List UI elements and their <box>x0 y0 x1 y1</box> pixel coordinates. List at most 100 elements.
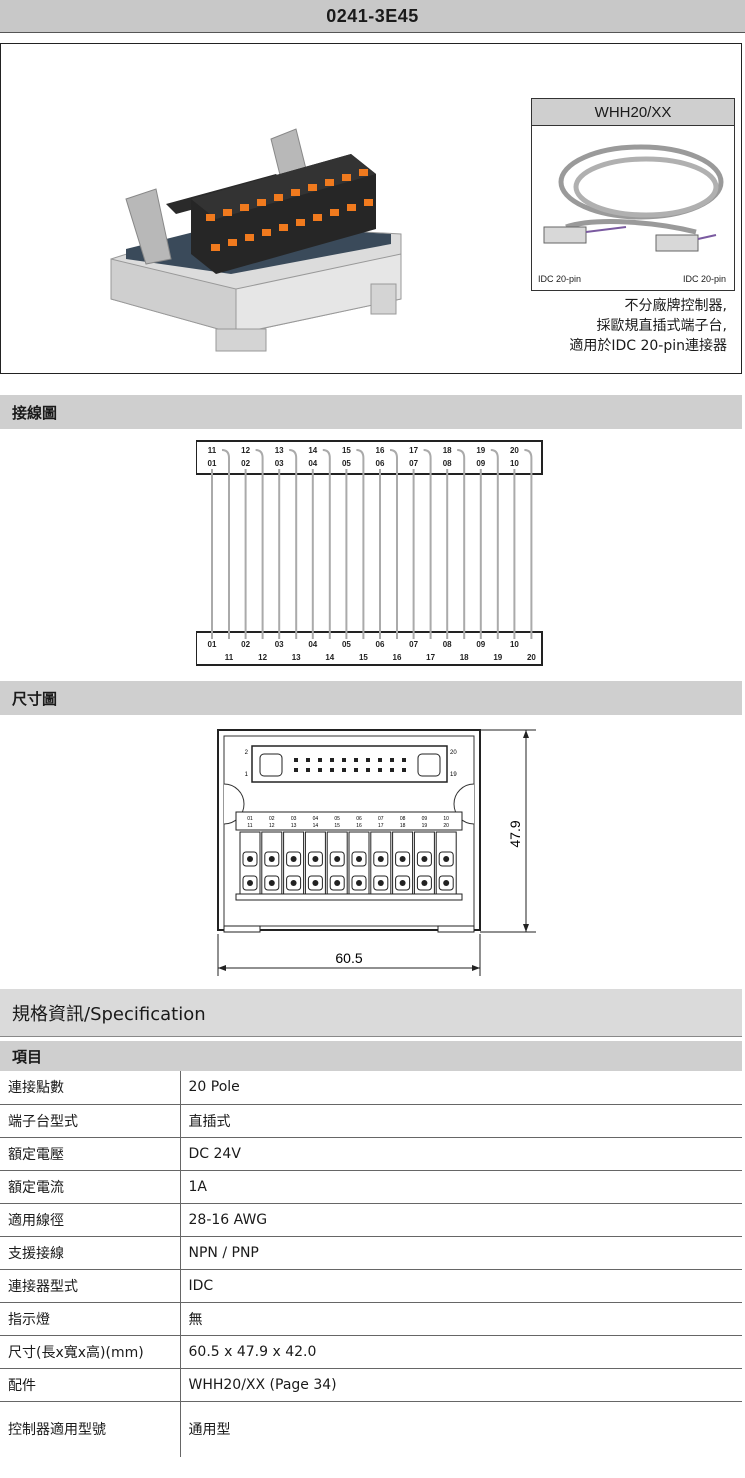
spec-value: 通用型 <box>188 1422 231 1439</box>
spec-value: NPN / PNP <box>180 1236 742 1270</box>
wiring-bottom-pin-label: 12 <box>258 653 267 662</box>
wiring-bottom-pin-label: 07 <box>409 640 418 649</box>
connector-pin <box>378 768 382 772</box>
wiring-bottom-pin-label: 02 <box>241 640 250 649</box>
wiring-bottom-pin-label: 08 <box>443 640 452 649</box>
connector-pin-label: 20 <box>450 750 457 756</box>
terminal-label: 17 <box>378 823 384 829</box>
spec-key: 額定電壓 <box>0 1137 181 1171</box>
description-line: 適用於IDC 20-pin連接器 <box>569 338 727 354</box>
wiring-bottom-pin-label: 15 <box>359 653 368 662</box>
wiring-line <box>389 449 398 639</box>
connector-pin <box>366 758 370 762</box>
spec-table-header: 項目 <box>0 1041 742 1071</box>
wiring-bottom-pin-label: 13 <box>292 653 301 662</box>
model-title: 0241-3E45 <box>0 0 745 33</box>
connector-pin <box>330 758 334 762</box>
wiring-top-pin-label: 13 <box>275 446 284 455</box>
wiring-top-pin-label: 15 <box>342 446 351 455</box>
terminal-screw <box>377 880 384 886</box>
connector-pin <box>402 768 406 772</box>
connector-pin <box>390 768 394 772</box>
dimension-drawing: 2 1 20 19 011102120313041405150616071708… <box>217 729 536 976</box>
terminal-screw <box>421 880 428 886</box>
wiring-bottom-pin-label: 19 <box>493 653 502 662</box>
terminal-label: 16 <box>356 823 362 829</box>
wiring-line <box>423 449 432 639</box>
terminal-label: 03 <box>291 816 297 822</box>
spec-value: 20 Pole <box>180 1071 742 1105</box>
product-description: 不分廠牌控制器, 採歐規直插式端子台, 適用於IDC 20-pin連接器 <box>569 296 727 356</box>
cable-accessory-panel: WHH20/XX IDC 20-pin IDC 20-pin <box>531 98 735 291</box>
connector-pin <box>390 758 394 762</box>
connector-pin <box>306 768 310 772</box>
connector-pin-label: 1 <box>245 772 249 778</box>
wiring-bottom-pin-label: 14 <box>325 653 334 662</box>
connector-pin <box>306 758 310 762</box>
wiring-top-pin-label: 07 <box>409 459 418 468</box>
wiring-diagram: 1101011112020212130303131404041415050515… <box>196 440 543 666</box>
terminal-label: 11 <box>247 823 252 829</box>
description-line: 採歐規直插式端子台, <box>596 318 727 334</box>
wiring-bottom-pin-label: 06 <box>376 640 385 649</box>
spec-key: 支援接線 <box>0 1236 181 1270</box>
wiring-top-pin-label: 11 <box>208 446 217 455</box>
wiring-top-pin-label: 01 <box>208 459 217 468</box>
spec-row: 指示燈無 <box>0 1302 742 1336</box>
connector-pin <box>342 768 346 772</box>
terminal-screw <box>443 856 450 862</box>
wiring-line <box>524 449 533 639</box>
spec-key: 額定電流 <box>0 1170 181 1204</box>
spec-key: 控制器適用型號 <box>0 1401 181 1457</box>
terminal-label: 09 <box>422 816 428 822</box>
wiring-bottom-pin-label: 17 <box>426 653 435 662</box>
terminal-screw <box>399 880 406 886</box>
connector-pin <box>378 758 382 762</box>
spec-value: 60.5 x 47.9 x 42.0 <box>180 1335 742 1369</box>
terminal-label: 19 <box>422 823 428 829</box>
terminal-screw <box>334 880 341 886</box>
wiring-top-pin-label: 06 <box>376 459 385 468</box>
wiring-line <box>255 449 264 639</box>
terminal-label: 14 <box>313 823 319 829</box>
terminal-screw <box>268 856 275 862</box>
terminal-screw <box>290 880 297 886</box>
connector-pin <box>402 758 406 762</box>
terminal-screw <box>399 856 406 862</box>
spec-row: 控制器適用型號通用型 <box>0 1401 742 1457</box>
wiring-top-pin-label: 05 <box>342 459 351 468</box>
wiring-top-pin-label: 04 <box>308 459 317 468</box>
wiring-top-pin-label: 18 <box>443 446 452 455</box>
terminal-label: 13 <box>291 823 297 829</box>
wiring-top-pin-label: 03 <box>275 459 284 468</box>
dimension-width-label: 60.5 <box>335 950 362 966</box>
spec-value: WHH20/XX (Page 34) <box>180 1368 742 1402</box>
wiring-bottom-pin-label: 03 <box>275 640 284 649</box>
terminal-screw <box>377 856 384 862</box>
wiring-bottom-pin-label: 09 <box>476 640 485 649</box>
description-line: 不分廠牌控制器, <box>624 298 727 314</box>
terminal-screw <box>312 856 319 862</box>
spec-key: 適用線徑 <box>0 1203 181 1237</box>
terminal-screw <box>443 880 450 886</box>
wiring-bottom-pin-label: 18 <box>460 653 469 662</box>
wiring-top-pin-label: 08 <box>443 459 452 468</box>
wiring-bottom-pin-label: 10 <box>510 640 519 649</box>
wiring-top-pin-label: 14 <box>308 446 317 455</box>
wiring-top-pin-label: 02 <box>241 459 250 468</box>
terminal-label: 15 <box>334 823 340 829</box>
spec-key: 指示燈 <box>0 1302 181 1336</box>
connector-pin <box>294 768 298 772</box>
wiring-bottom-pin-label: 04 <box>308 640 317 649</box>
terminal-block-photo <box>110 128 402 352</box>
terminal-label: 04 <box>313 816 319 822</box>
wiring-bottom-pin-label: 11 <box>225 653 234 662</box>
wiring-top-pin-label: 19 <box>476 446 485 455</box>
terminal-label: 20 <box>443 823 449 829</box>
wiring-bottom-pin-label: 05 <box>342 640 351 649</box>
